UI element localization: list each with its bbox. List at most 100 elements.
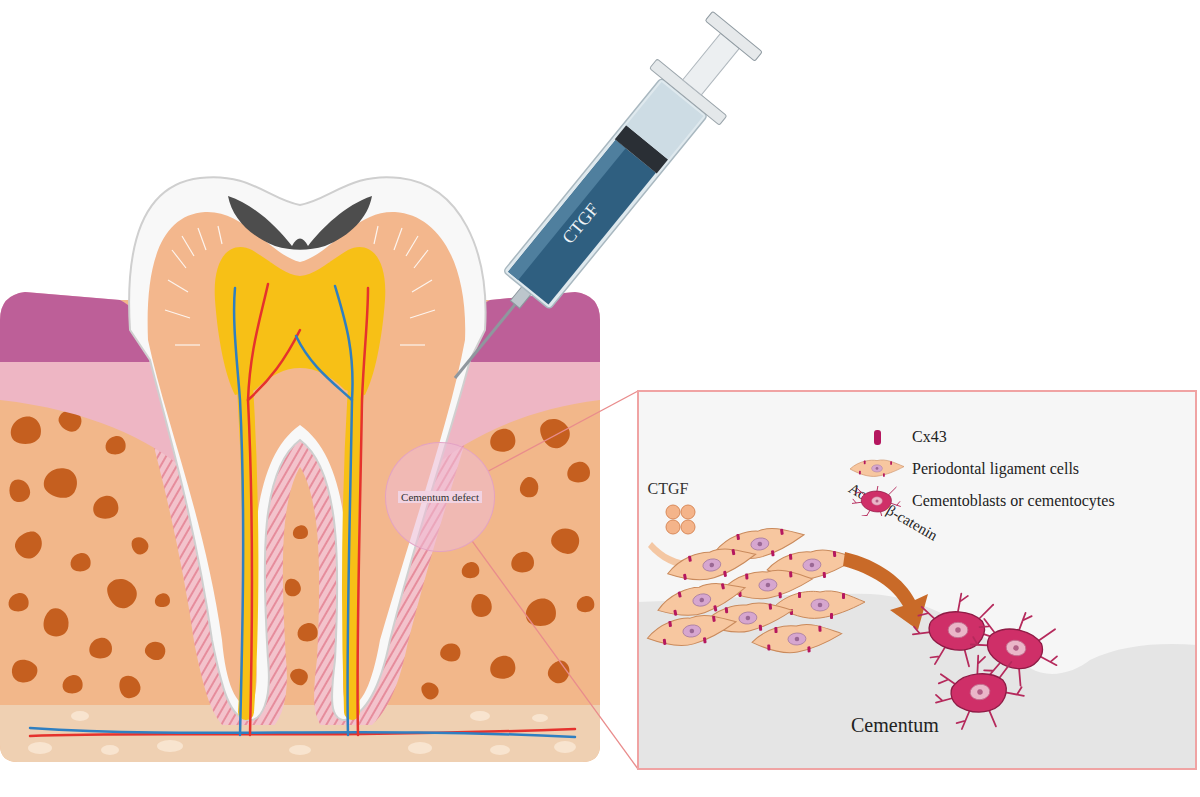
bone-trabeculae	[293, 525, 308, 539]
bone-trabeculae	[419, 679, 442, 702]
dentinal-tubules	[165, 310, 190, 318]
blood-vessels	[248, 284, 268, 735]
bone-trabeculae	[118, 674, 142, 700]
legend-icon-shape	[850, 460, 904, 477]
legend-swatch	[874, 430, 881, 445]
pdl-cell-cluster	[775, 591, 865, 619]
bone-trabeculae	[567, 462, 590, 483]
strip-spots	[28, 742, 52, 754]
dentinal-tubules	[218, 226, 222, 244]
bone-trabeculae	[298, 623, 318, 641]
bone-trabeculae	[63, 675, 83, 693]
bone-trabeculae	[106, 436, 126, 454]
ctgf-molecules	[681, 520, 695, 534]
syringe	[705, 11, 762, 61]
differentiation-arrow	[843, 552, 928, 630]
bone-trabeculae	[129, 535, 150, 557]
dentinal-tubules	[400, 344, 425, 345]
cementoblast-cluster	[930, 650, 1027, 734]
bone-trabeculae	[11, 416, 41, 444]
strip-spots	[289, 745, 311, 755]
pdl-cell-cluster	[645, 611, 738, 651]
leader-line	[472, 541, 638, 769]
bone-trabeculae	[490, 656, 515, 679]
bone-trabeculae	[40, 605, 73, 640]
bone-trabeculae	[9, 593, 29, 611]
dentinal-tubules	[406, 236, 418, 256]
legend-sample	[848, 485, 906, 517]
dentinal-tubules	[182, 236, 194, 256]
dentinal-tubules	[168, 280, 188, 292]
strip-spots	[101, 745, 119, 755]
syringe	[508, 140, 626, 280]
legend-text: Cx43	[912, 428, 947, 446]
cementoblast-cluster	[913, 594, 1065, 735]
legend-sample	[848, 453, 906, 485]
blood-vessels	[335, 286, 353, 735]
bone-trabeculae	[490, 429, 515, 452]
bone-trabeculae	[9, 479, 30, 502]
dentinal-tubules	[198, 228, 206, 250]
bone-trabeculae	[547, 523, 584, 559]
legend-text: Cementoblasts or cementocytes	[912, 492, 1115, 510]
bone-trabeculae	[287, 665, 311, 689]
legend-icon	[848, 454, 906, 484]
bone-trabeculae	[285, 579, 301, 597]
bone-trabeculae	[155, 593, 170, 607]
blood-vessels	[30, 284, 575, 737]
node-text: Cementum	[851, 714, 939, 737]
inset-panel: Cementum	[637, 390, 1197, 770]
pdl-cell-cluster	[645, 524, 865, 656]
legend-icon	[848, 486, 906, 516]
legend-row: Cx43	[848, 421, 1115, 453]
bone-trabeculae	[462, 562, 480, 578]
occlusal-fissure	[228, 196, 372, 250]
cementoblast-cluster	[913, 594, 1001, 667]
bone-trabeculae	[511, 552, 534, 573]
strip-spots	[470, 711, 490, 721]
syringe	[454, 303, 517, 379]
dentinal-tubules	[410, 310, 435, 318]
growth-factor-label: CTGF	[648, 480, 689, 498]
bone-trabeculae	[470, 593, 494, 619]
dentinal-tubules	[412, 280, 432, 292]
strip-spots	[490, 745, 510, 755]
strip-spots	[532, 714, 548, 722]
strip-spots	[554, 741, 576, 753]
bone-trabeculae	[11, 527, 48, 563]
bone-trabeculae	[517, 474, 543, 501]
syringe	[508, 140, 656, 305]
bone-trabeculae	[577, 596, 595, 612]
bone-trabeculae	[71, 553, 91, 571]
blood-vessels	[296, 336, 352, 400]
ctgf-molecules	[666, 520, 680, 534]
gingival-margin	[0, 292, 150, 362]
bone-trabeculae	[89, 638, 112, 659]
strip-spots	[157, 740, 183, 752]
bone-trabeculae	[142, 637, 169, 663]
defect-circle: Cementum defect	[385, 442, 495, 552]
ctgf-molecules	[666, 505, 680, 519]
syringe	[683, 33, 740, 95]
node-text: Cementum defect	[398, 491, 482, 504]
legend-icon-shape	[852, 486, 900, 516]
pdl-cell-cluster	[751, 623, 842, 656]
dentinal-tubules	[414, 250, 428, 268]
bone-trabeculae	[103, 573, 142, 613]
inset-ground	[637, 390, 1197, 770]
legend-row: Periodontal ligament cells	[848, 453, 1115, 485]
ctgf-molecules	[681, 505, 695, 519]
leader-line	[488, 391, 638, 471]
blood-vessels	[30, 728, 575, 737]
dentinal-tubules	[175, 344, 200, 345]
strip-spots	[71, 711, 89, 721]
blood-vessels	[234, 288, 243, 735]
syringe	[503, 78, 708, 310]
blood-vessels	[248, 330, 300, 400]
basal-bone-strip	[0, 705, 600, 762]
bone-trabeculae	[40, 463, 81, 502]
syringe	[420, 3, 772, 406]
